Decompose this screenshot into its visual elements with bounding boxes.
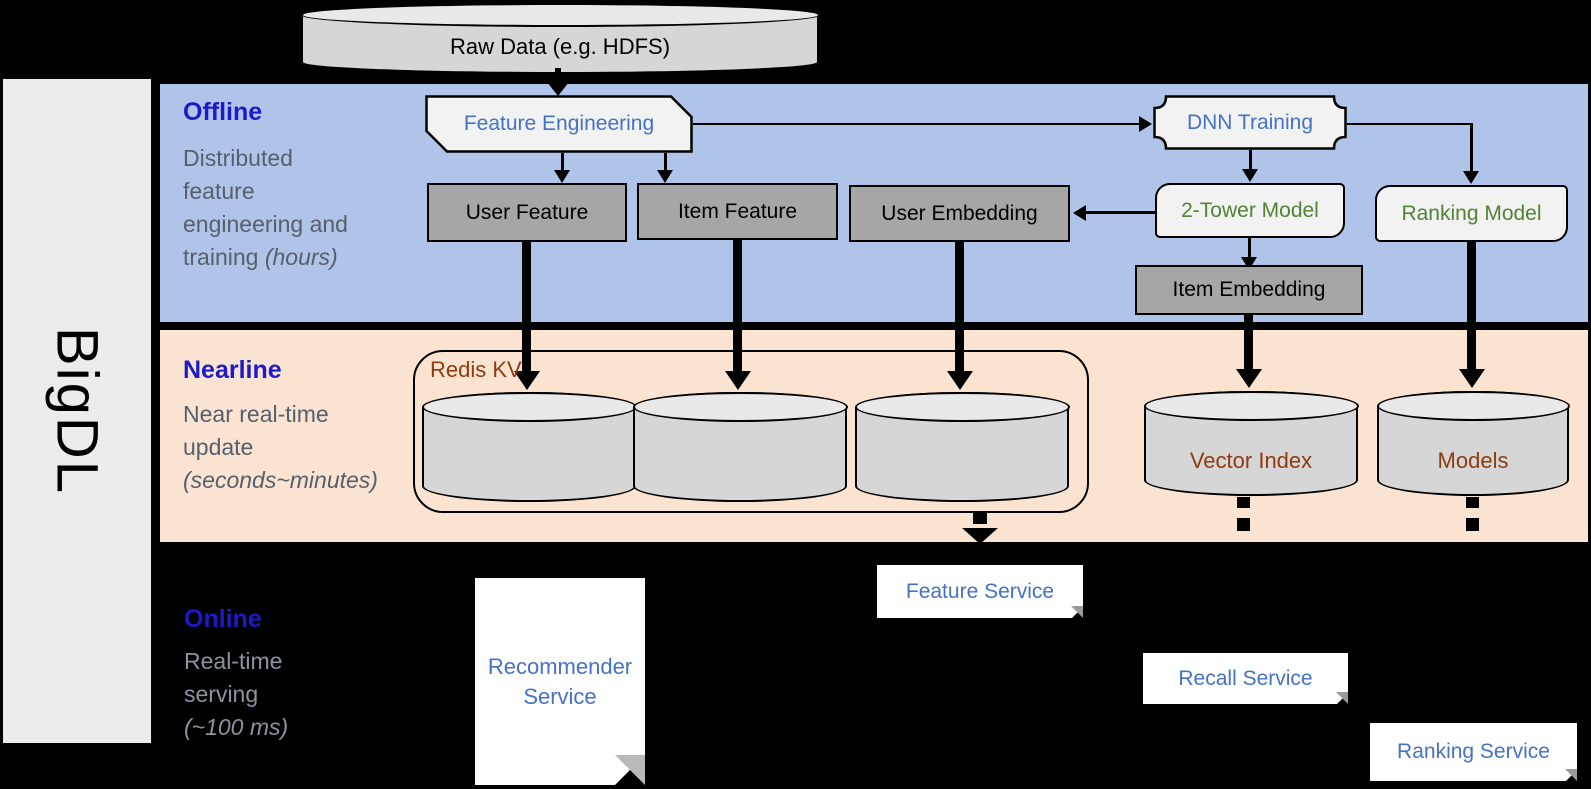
online-desc-line2: serving — [184, 681, 259, 707]
dnn-training-label: DNN Training — [1186, 110, 1314, 134]
feature-service-box: Feature Service — [877, 565, 1083, 618]
offline-desc-line3: engineering and — [183, 211, 348, 237]
user-feature-box: User Feature — [427, 183, 627, 242]
nearline-desc-line3: (seconds~minutes) — [183, 467, 378, 493]
dashed-models-dash-2 — [1466, 518, 1479, 531]
sidebar: BigDL — [3, 79, 151, 743]
arrow-dnn-to-ranking-head — [1463, 171, 1479, 184]
recall-service-fold — [1336, 692, 1348, 704]
ranking-service-box: Ranking Service — [1370, 723, 1577, 781]
offline-desc-line2: feature — [183, 178, 255, 204]
online-title: Online — [184, 605, 262, 633]
raw-data-cylinder: Raw Data (e.g. HDFS) — [300, 2, 820, 74]
arrow-fe-to-dnn-head — [1139, 116, 1152, 132]
offline-desc-line1: Distributed — [183, 145, 293, 171]
pipe-userembedding-head — [947, 371, 973, 390]
nearline-desc-line1: Near real-time — [183, 401, 329, 427]
arrow-twotower-to-userembedding-head — [1073, 204, 1086, 221]
arrow-dnn-to-twotower-line — [1249, 150, 1252, 170]
dashed-models-dash-1 — [1466, 497, 1479, 508]
feature-engineering-shape — [425, 95, 693, 153]
arrow-dnn-to-twotower-head — [1242, 169, 1258, 182]
arrow-twotower-to-userembedding-line — [1085, 211, 1155, 214]
dashed-vectorindex-dash-1 — [1237, 497, 1250, 508]
pipe-rankingmodel-to-models — [1467, 242, 1476, 370]
pipe-itemembedding-to-vectorindex — [1244, 315, 1253, 370]
pipe-itemfeature-head — [725, 371, 751, 390]
redis-kv-label: Redis KV — [430, 357, 522, 382]
redis-cylinder-2 — [632, 391, 848, 502]
redis-cylinder-1 — [421, 391, 637, 502]
arrow-fe-to-userfeature-head — [554, 170, 570, 183]
pipe-itemfeature-to-redis — [733, 240, 742, 372]
item-feature-box: Item Feature — [637, 183, 838, 240]
arrow-fe-to-itemfeature-head — [657, 170, 673, 183]
arrow-fe-to-itemfeature-line — [664, 153, 667, 171]
pipe-rankingmodel-head — [1459, 369, 1485, 388]
offline-title: Offline — [183, 98, 263, 126]
offline-description: Distributed feature engineering and trai… — [183, 142, 348, 274]
pipe-itemembedding-head — [1236, 369, 1262, 388]
vector-index-cylinder: Vector Index — [1143, 390, 1359, 496]
arrow-fe-to-dnn-line — [693, 122, 1140, 125]
dashed-vectorindex-dash-2 — [1237, 518, 1250, 531]
arrow-dnn-to-ranking-hline — [1347, 122, 1472, 125]
online-desc-line1: Real-time — [184, 648, 283, 674]
recall-service-box: Recall Service — [1143, 653, 1348, 704]
nearline-title: Nearline — [183, 356, 282, 384]
arrow-rawdata-to-fe-head — [547, 82, 569, 96]
sidebar-brand-label: BigDL — [44, 327, 110, 495]
arrow-twotower-to-itemembedding-line — [1248, 238, 1251, 258]
nearline-description: Near real-time update (seconds~minutes) — [183, 398, 378, 497]
nearline-desc-line2: update — [183, 434, 254, 460]
feature-engineering-label: Feature Engineering — [463, 112, 655, 135]
pipe-userembedding-to-redis — [955, 242, 964, 372]
dashed-redis-to-featureservice-head — [962, 528, 998, 544]
redis-kv-container — [413, 350, 1089, 513]
redis-cylinder-3 — [854, 391, 1070, 502]
offline-desc-line4: training (hours) — [183, 244, 338, 270]
ranking-model-box: Ranking Model — [1375, 185, 1568, 242]
arrow-fe-to-userfeature-line — [561, 153, 564, 171]
recommender-service-doc: Recommender Service — [475, 578, 645, 785]
arrow-rawdata-to-fe-line — [555, 68, 561, 84]
item-embedding-box: Item Embedding — [1135, 265, 1363, 315]
models-label: Models — [1437, 447, 1509, 473]
models-cylinder: Models — [1376, 390, 1570, 496]
dnn-training-shape — [1153, 95, 1347, 150]
vector-index-label: Vector Index — [1189, 447, 1313, 473]
arrow-dnn-to-ranking-vline — [1470, 122, 1473, 173]
feature-service-fold — [1071, 606, 1083, 618]
pipe-userfeature-to-redis — [522, 242, 531, 372]
raw-data-label: Raw Data (e.g. HDFS) — [449, 33, 671, 59]
online-desc-line3: (~100 ms) — [184, 714, 289, 740]
recommender-service-fold — [615, 755, 645, 785]
online-description: Real-time serving (~100 ms) — [184, 645, 288, 744]
pipe-userfeature-head — [514, 371, 540, 390]
ranking-service-fold — [1565, 769, 1577, 781]
dashed-redis-to-featureservice-dash — [973, 513, 987, 524]
user-embedding-box: User Embedding — [849, 185, 1070, 242]
two-tower-model-box: 2-Tower Model — [1155, 183, 1345, 238]
